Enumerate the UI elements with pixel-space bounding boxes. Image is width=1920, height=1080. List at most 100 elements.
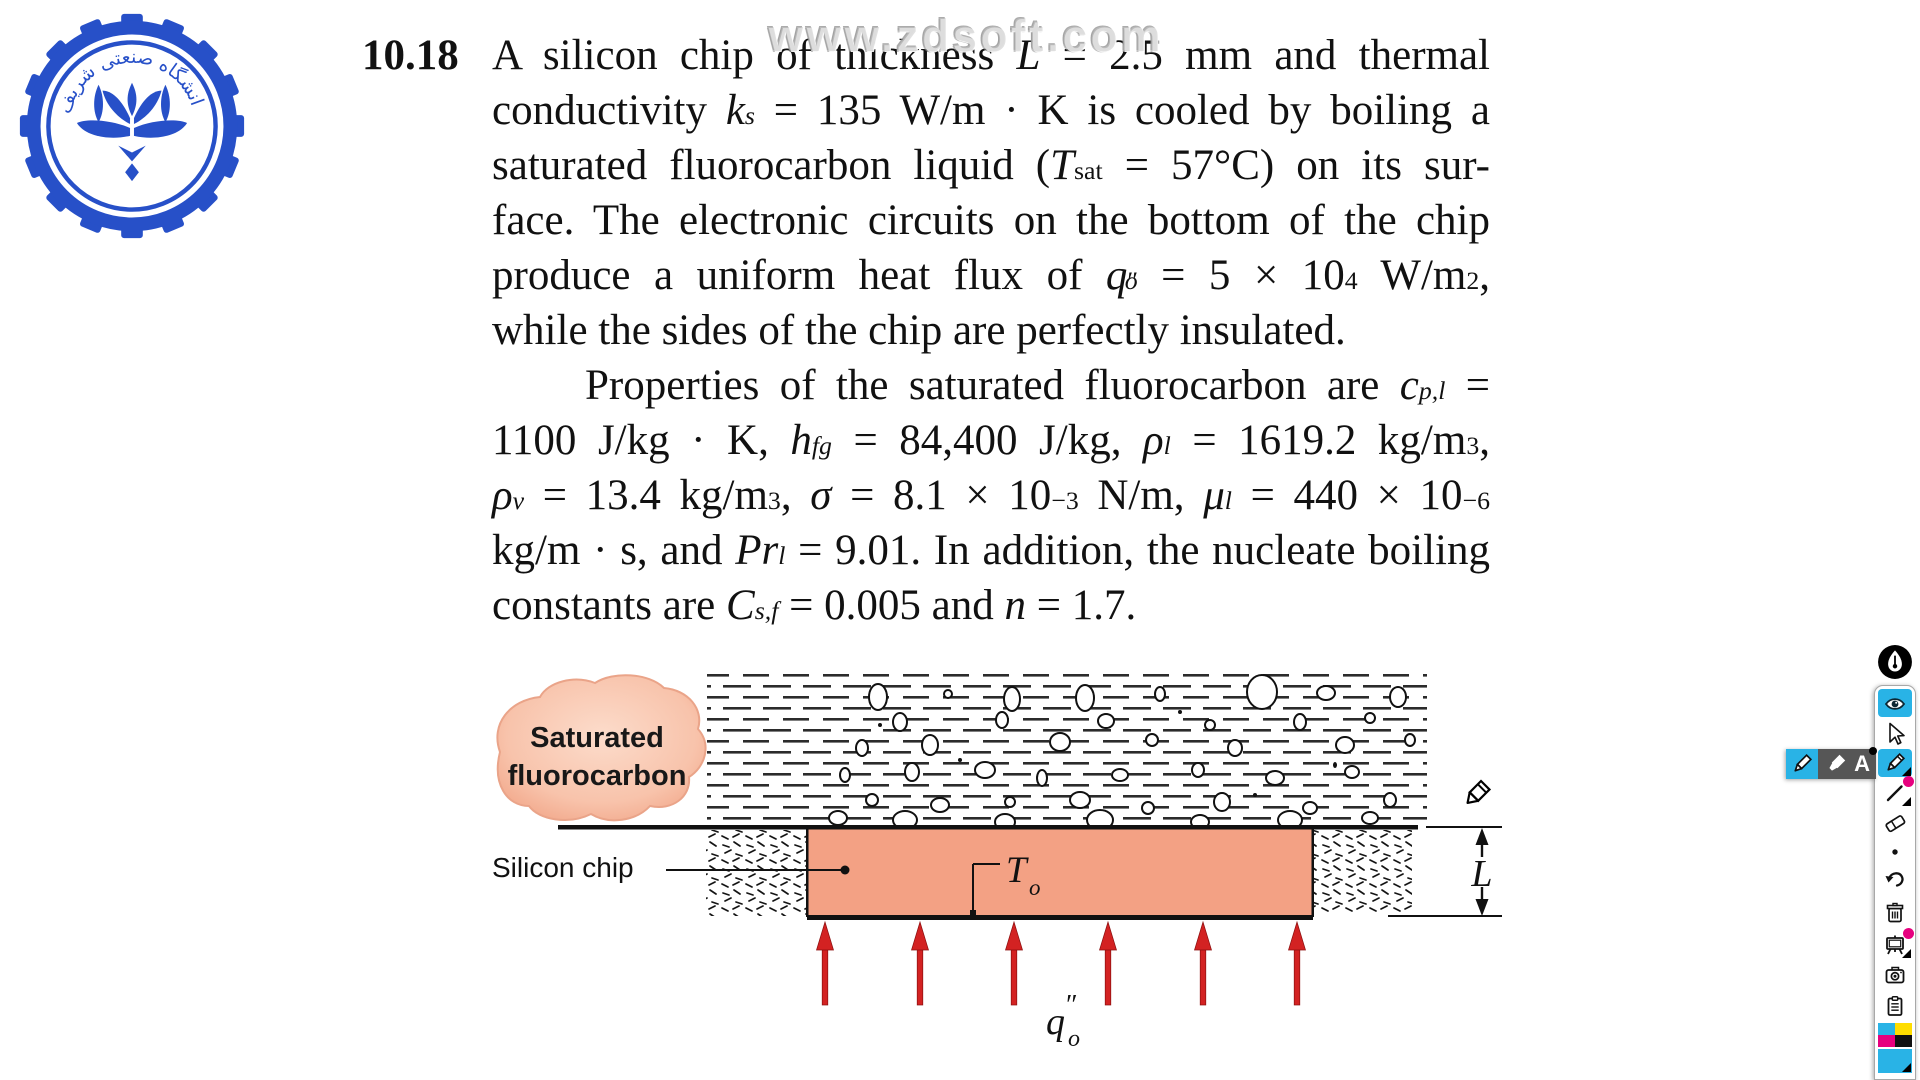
text-tool-option[interactable]: A <box>1854 747 1877 777</box>
vapor-bubble <box>1111 768 1129 782</box>
vapor-bubble <box>1075 684 1095 712</box>
vapor-bubble <box>1335 736 1355 754</box>
insulation-right <box>1314 830 1412 912</box>
vapor-bubble <box>943 689 953 699</box>
heat-flux-arrow <box>1288 920 1306 1006</box>
problem-text-line: face. The electronic circuits on the bot… <box>492 197 1490 244</box>
heat-flux-arrow <box>1194 920 1212 1006</box>
heat-flux-arrow <box>911 920 929 1006</box>
pen-nib-icon <box>1878 645 1912 679</box>
board-color-dot <box>1903 928 1914 939</box>
pen-style-popup: A <box>1786 747 1877 779</box>
eye-icon <box>1884 698 1906 710</box>
vapor-bubble <box>1069 791 1091 809</box>
problem-text-line: A silicon chip of thickness L = 2.5 mm a… <box>492 32 1490 79</box>
undo-icon <box>1885 872 1904 887</box>
problem-text-line: ρv = 13.4 kg/m3, σ = 8.1 × 10−3 N/m, μl … <box>492 472 1490 519</box>
eraser-icon <box>1885 815 1906 833</box>
vapor-bubble <box>1333 762 1337 768</box>
vapor-bubble <box>892 712 908 732</box>
vapor-bubble <box>855 739 869 757</box>
line-color-dot <box>1903 776 1914 787</box>
problem-text-line: 1100 J/kg · K, hfg = 84,400 J/kg, ρl = 1… <box>492 417 1490 464</box>
camera-button[interactable] <box>1878 961 1912 989</box>
vapor-bubble <box>958 758 962 762</box>
annotation-toolbar <box>1874 685 1916 1080</box>
surface-temp-label: T <box>1006 850 1029 891</box>
vapor-bubble <box>1364 712 1376 724</box>
vapor-bubble <box>995 711 1009 729</box>
vapor-bubble <box>1293 713 1307 731</box>
board-options-corner <box>1902 949 1911 958</box>
pencil-cursor-icon <box>1458 778 1492 817</box>
vapor-bubble <box>1404 733 1416 747</box>
cursor-tool-button[interactable] <box>1878 719 1912 747</box>
eraser-tool-button[interactable] <box>1878 809 1912 837</box>
line-options-corner <box>1902 797 1911 806</box>
vapor-bubble <box>1302 801 1318 815</box>
problem-text-line: while the sides of the chip are perfectl… <box>492 307 1346 354</box>
logo-emblem <box>76 82 188 182</box>
active-color-swatch[interactable] <box>1878 1049 1912 1073</box>
vapor-bubble <box>1141 801 1155 815</box>
vapor-bubble <box>1227 739 1243 757</box>
insulation-left <box>706 830 806 916</box>
heat-flux-arrow <box>1005 920 1023 1006</box>
vapor-bubble <box>1145 733 1159 747</box>
swatch-cyan[interactable] <box>1878 1023 1895 1035</box>
chip-top-surface-line <box>558 825 1418 830</box>
heat-flux-arrow <box>816 920 834 1006</box>
university-logo: دانشگاه صنعتی شریف <box>14 8 250 244</box>
board-tool-button[interactable] <box>1878 928 1914 959</box>
pencil-icon <box>1887 752 1906 771</box>
pencil-tool-button[interactable] <box>1878 749 1912 777</box>
thickness-label: L <box>1470 853 1492 895</box>
vapor-bubble <box>1049 732 1071 752</box>
problem-text-line: produce a uniform heat flux of q″o = 5 ×… <box>492 252 1490 299</box>
vapor-bubble <box>1344 765 1360 779</box>
vapor-bubble <box>865 793 879 807</box>
swatch-magenta[interactable] <box>1878 1035 1895 1047</box>
problem-number: 10.18 <box>362 32 459 79</box>
vapor-bubble <box>1246 674 1278 710</box>
sharif-logo-icon: دانشگاه صنعتی شریف <box>19 13 245 239</box>
dot-size-button[interactable] <box>1878 841 1912 863</box>
trash-button[interactable] <box>1878 899 1912 927</box>
popup-marker-and-text: A <box>1818 747 1877 779</box>
problem-text-line: saturated fluorocarbon liquid (Tsat = 57… <box>492 142 1490 189</box>
vapor-bubble <box>1097 713 1115 729</box>
heat-flux-primes: ″ <box>1066 990 1078 1021</box>
vapor-bubble <box>1204 719 1216 731</box>
heat-flux-arrows <box>816 920 1306 1006</box>
trash-icon <box>1886 902 1904 923</box>
chip-bottom-line <box>807 915 1313 920</box>
board-icon <box>1886 935 1904 955</box>
vapor-bubble <box>1265 770 1285 786</box>
boiling-chip-figure: Saturated fluorocarbon Silicon chip T o <box>492 673 1502 1052</box>
problem-text-line: constants are Cs,f = 0.005 and n = 1.7. <box>492 582 1137 629</box>
vapor-bubble <box>930 797 950 813</box>
vapor-bubble <box>1361 811 1379 825</box>
swatch-yellow[interactable] <box>1895 1023 1912 1035</box>
vapor-bubble <box>1036 769 1048 787</box>
vapor-bubble <box>904 762 920 782</box>
vapor-bubble <box>1154 686 1166 702</box>
view-tool-button[interactable] <box>1878 689 1912 717</box>
vapor-bubble <box>1316 685 1336 701</box>
chip-right-edge <box>1311 829 1314 917</box>
vapor-bubble <box>1003 686 1021 712</box>
surface-temp-sub: o <box>1029 875 1041 900</box>
popup-pencil-option[interactable] <box>1786 749 1818 779</box>
vapor-bubbles <box>828 674 1416 831</box>
chip-leader-dot <box>840 865 850 875</box>
line-tool-button[interactable] <box>1878 776 1914 807</box>
undo-button[interactable] <box>1878 865 1912 895</box>
color-options-corner <box>1902 1063 1911 1072</box>
clipboard-button[interactable] <box>1878 993 1912 1019</box>
marker-icon[interactable] <box>1824 752 1848 776</box>
vapor-bubble <box>839 767 851 783</box>
saturated-label-line1: Saturated <box>530 722 664 754</box>
swatch-black[interactable] <box>1895 1035 1912 1047</box>
vapor-bubble <box>921 734 939 756</box>
pen-menu-button[interactable] <box>1877 644 1913 680</box>
